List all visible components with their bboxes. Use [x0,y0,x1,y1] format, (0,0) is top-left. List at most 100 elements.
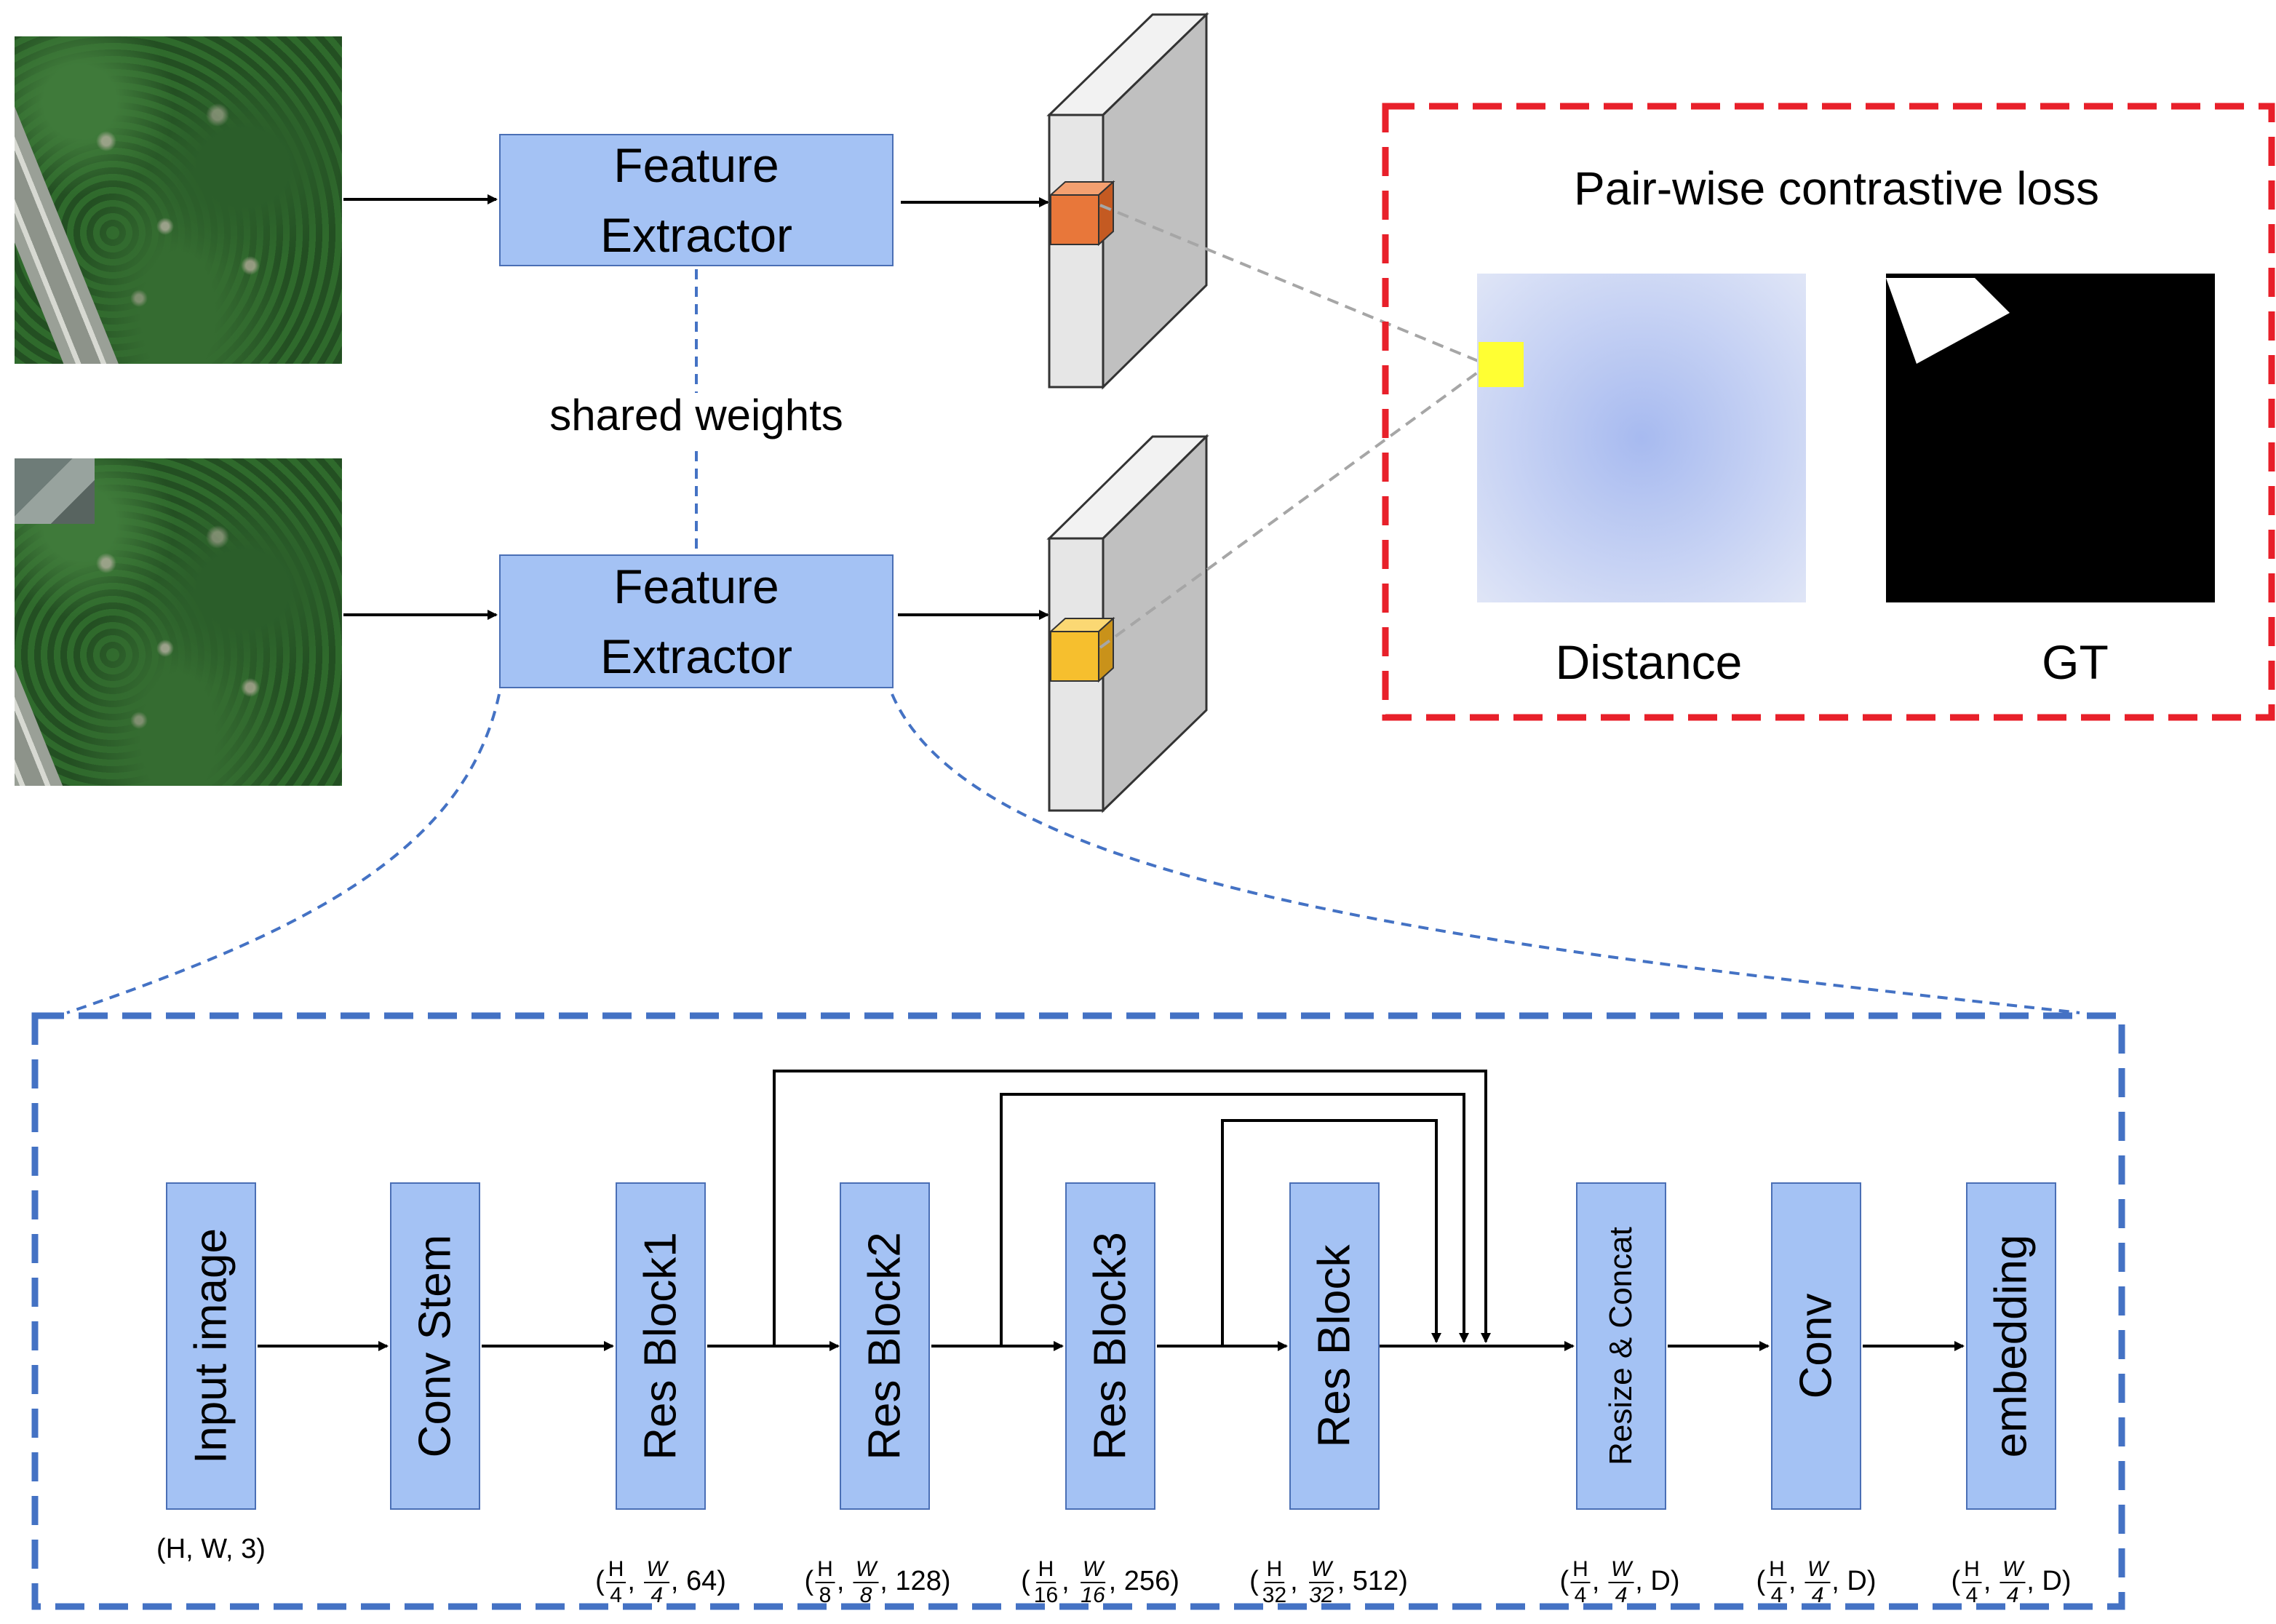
feature-cube-orange [1049,180,1115,247]
frac-num: H [1570,1557,1591,1583]
frac-num: H [815,1557,835,1583]
frac-den: 4 [610,1583,622,1607]
feature-map-slab-1 [1046,12,1209,390]
block-input-image-label: Input image [186,1228,236,1464]
loss-panel-border [1382,103,2275,721]
feature-extractor-top-line1: Feature [613,138,779,192]
dim-channels: D [1847,1566,1867,1597]
block-res-block1: Res Block1 [616,1182,706,1510]
frac-num: W [2000,1557,2026,1583]
block-embedding-label: embedding [1986,1234,2037,1458]
frac-num: W [1608,1557,1634,1583]
feature-cube-yellow [1049,616,1115,683]
frac-num: W [853,1557,879,1583]
frac-den: 16 [1033,1583,1059,1607]
distance-marker [1479,342,1524,387]
block-input-image: Input image [166,1182,256,1510]
frac-num: W [644,1557,669,1583]
aerial-image-1 [15,36,342,364]
frac-den: 4 [1811,1583,1824,1607]
dim-channels: 256 [1123,1566,1171,1597]
frac-num: W [1080,1557,1106,1583]
frac-den: 8 [859,1583,872,1607]
frac-num: H [1962,1557,1982,1583]
frac-den: 4 [1615,1583,1628,1607]
dim-channels: 64 [685,1566,717,1597]
block-conv-stem: Conv Stem [390,1182,480,1510]
distance-map [1477,274,1806,602]
frac-den: 32 [1309,1583,1334,1607]
block-res-block2: Res Block2 [840,1182,930,1510]
shared-weights-label: shared weights [549,391,843,439]
dim-channels: D [1650,1566,1671,1597]
gt-mask-region [1886,278,2010,364]
block-res-block: Res Block [1289,1182,1380,1510]
feature-extractor-bottom: Feature Extractor [499,554,894,688]
frac-num: W [1805,1557,1831,1583]
frac-num: H [1035,1557,1057,1583]
block-embedding: embedding [1966,1182,2056,1510]
feature-extractor-top-line2: Extractor [600,208,793,262]
block-conv-stem-label: Conv Stem [410,1234,461,1458]
dim-input-image: (H, W, 3) [156,1534,266,1564]
projection-line-top [1099,204,1482,364]
block-res-block1-label: Res Block1 [635,1232,686,1460]
aerial-road [15,657,153,786]
distance-label: Distance [1555,635,1743,689]
frac-num: H [1767,1557,1787,1583]
block-resize-concat: Resize & Concat [1576,1182,1666,1510]
gt-label: GT [2042,635,2109,689]
dim-channels: D [2042,1566,2062,1597]
frac-num: H [605,1557,626,1583]
block-conv-label: Conv [1791,1293,1842,1399]
block-res-block3: Res Block3 [1065,1182,1155,1510]
frac-den: 4 [650,1583,664,1607]
block-resize-concat-label: Resize & Concat [1603,1227,1639,1465]
frac-den: 4 [2006,1583,2019,1607]
block-conv: Conv [1771,1182,1861,1510]
frac-den: 4 [1770,1583,1783,1607]
aerial-building [15,458,95,524]
skip-connection-res2 [1000,1093,1469,1346]
feature-extractor-bottom-line2: Extractor [600,629,793,683]
frac-den: 4 [1574,1583,1587,1607]
aerial-road [15,97,153,364]
frac-den: 8 [819,1583,832,1607]
loss-title: Pair-wise contrastive loss [1574,162,2099,215]
block-res-block2-label: Res Block2 [859,1232,910,1460]
frac-den: 4 [1965,1583,1978,1607]
frac-num: W [1308,1557,1334,1583]
skip-connection-res3 [1221,1119,1441,1346]
zoom-curve-right [891,693,2080,1014]
dim-channels: 512 [1352,1566,1399,1597]
skip-connection-res1 [773,1070,1491,1346]
zoom-curve-left [66,693,501,1014]
aerial-image-2 [15,458,342,786]
feature-extractor-top: Feature Extractor [499,134,894,266]
projection-line-bottom [1099,368,1483,649]
pipeline-border [31,1012,2125,1610]
feature-extractor-bottom-line1: Feature [613,560,779,613]
block-res-block3-label: Res Block3 [1085,1232,1136,1460]
frac-den: 16 [1081,1583,1105,1607]
